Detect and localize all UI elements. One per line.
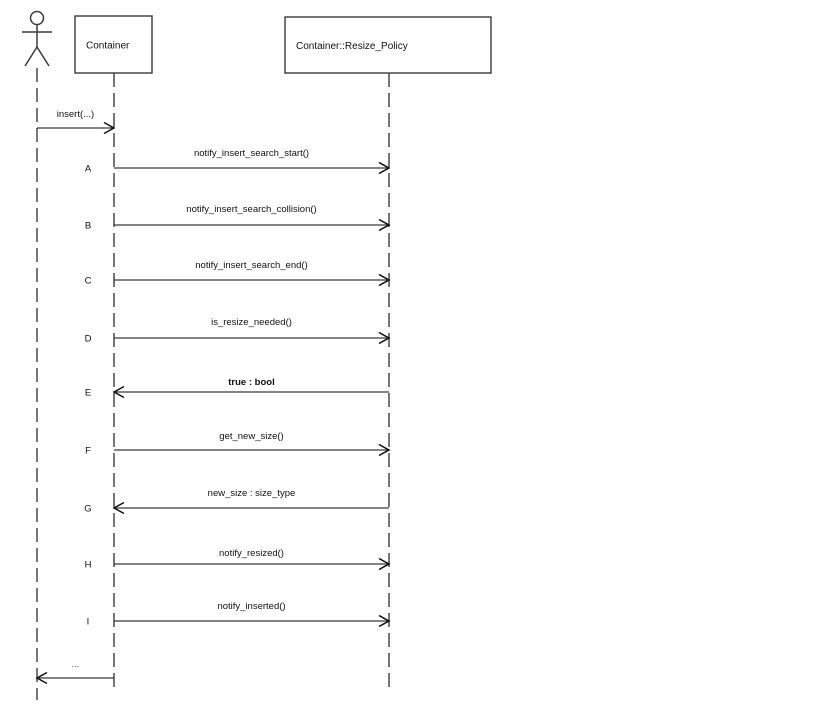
message-label: new_size : size_type (208, 488, 296, 499)
message-label: get_new_size() (219, 431, 283, 442)
message-label: true : bool (228, 377, 274, 388)
message-arrowhead (378, 557, 391, 571)
message-label: notify_inserted() (217, 601, 285, 612)
lifelines-layer (36, 68, 390, 700)
participant-label-resize_policy: Container::Resize_Policy (296, 41, 408, 52)
step-label-b: B (85, 221, 91, 232)
message-label: notify_insert_search_collision() (186, 204, 316, 215)
participant-box-resize_policy[interactable]: Container::Resize_Policy (284, 16, 492, 74)
actor-right-leg-line (36, 46, 50, 67)
participant-box-rect-container (74, 15, 153, 74)
message-i[interactable]: notify_inserted() I (87, 601, 391, 628)
message-a[interactable]: notify_insert_search_start() A (85, 148, 391, 175)
message-label: notify_insert_search_end() (195, 260, 307, 271)
message-arrowhead (112, 385, 125, 399)
message-arrowhead (378, 218, 391, 232)
message-ellipsis-label: ... (72, 659, 80, 670)
message-b[interactable]: notify_insert_search_collision() B (85, 204, 391, 232)
message-arrowhead (35, 671, 48, 685)
message-arrowhead (378, 331, 391, 345)
participant-label-container: Container (86, 41, 130, 52)
message-arrowhead (378, 161, 391, 175)
message-n0[interactable]: insert(...) (37, 109, 116, 135)
message-n10[interactable]: ... (35, 659, 114, 685)
message-h[interactable]: notify_resized() H (85, 548, 391, 571)
message-label: is_resize_needed() (211, 317, 292, 328)
message-label: notify_resized() (219, 548, 284, 559)
messages-layer: insert(...) notify_insert_search_start() A… (35, 109, 391, 685)
message-arrowhead (378, 273, 391, 287)
step-label-a: A (85, 164, 92, 175)
message-d[interactable]: is_resize_needed() D (85, 317, 391, 345)
message-arrowhead (112, 501, 125, 515)
step-label-c: C (85, 276, 92, 287)
message-label: notify_insert_search_start() (194, 148, 309, 159)
participant-boxes-layer: Container Container::Resize_Policy (74, 15, 492, 74)
step-label-f: F (85, 446, 91, 457)
step-label-h: H (85, 560, 92, 571)
actor-left-leg-line (24, 46, 38, 67)
message-arrowhead (103, 121, 116, 135)
step-label-e: E (85, 388, 91, 399)
message-arrowhead (378, 614, 391, 628)
actor-head-icon (29, 10, 45, 26)
message-arrowhead (378, 443, 391, 457)
participant-box-container[interactable]: Container (74, 15, 153, 74)
step-label-g: G (84, 504, 91, 515)
message-label: insert(...) (57, 109, 94, 120)
participant-box-rect-resize_policy (284, 16, 492, 74)
message-f[interactable]: get_new_size() F (85, 431, 391, 457)
step-label-d: D (85, 334, 92, 345)
message-c[interactable]: notify_insert_search_end() C (85, 260, 391, 287)
step-label-i: I (87, 617, 90, 628)
actor-stick-figure (22, 10, 52, 67)
